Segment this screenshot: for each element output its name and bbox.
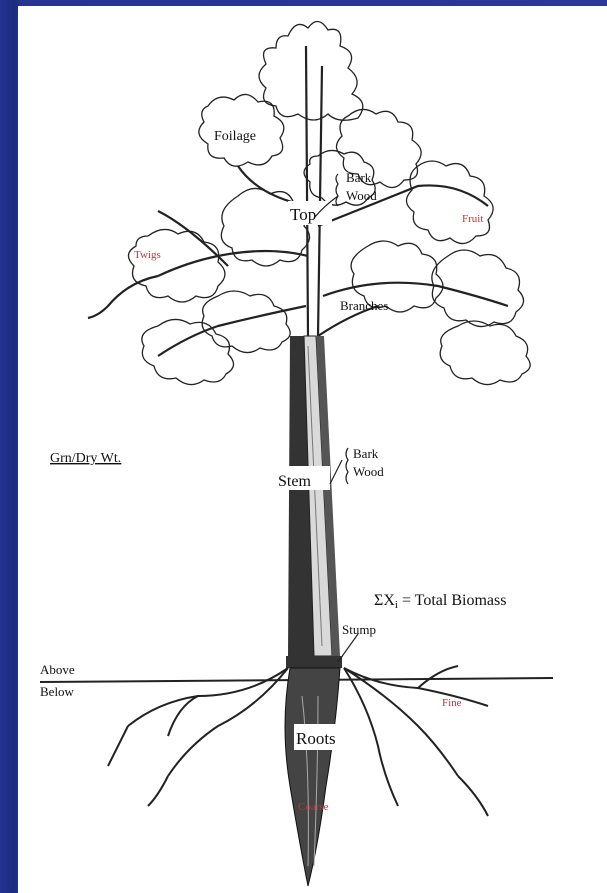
label-foilage: Foilage [214, 129, 256, 144]
label-stump: Stump [342, 622, 376, 637]
label-above: Above [40, 662, 75, 677]
stem-trunk [286, 336, 342, 668]
label-bark-top: Bark [346, 170, 372, 185]
label-bark-stem: Bark [353, 446, 379, 461]
label-wood-top: Wood [346, 188, 377, 203]
label-fruit: Fruit [462, 213, 483, 225]
tree-biomass-diagram: Foilage Bark Wood Top Fruit Twigs Branch… [18, 6, 607, 893]
diagram-panel: Foilage Bark Wood Top Fruit Twigs Branch… [18, 6, 607, 893]
label-stem: Stem [278, 473, 311, 490]
label-total-biomass: ΣXi = Total Biomass [374, 592, 506, 611]
label-coarse: Coarse [298, 801, 329, 813]
taproot [285, 668, 340, 886]
label-twigs: Twigs [134, 249, 161, 261]
label-top: Top [290, 205, 316, 224]
label-below: Below [40, 684, 75, 699]
label-roots: Roots [296, 729, 336, 748]
label-branches: Branches [340, 298, 388, 313]
label-fine: Fine [442, 697, 462, 709]
label-grn-dry-wt: Grn/Dry Wt. [50, 451, 121, 466]
label-wood-stem: Wood [353, 464, 384, 479]
